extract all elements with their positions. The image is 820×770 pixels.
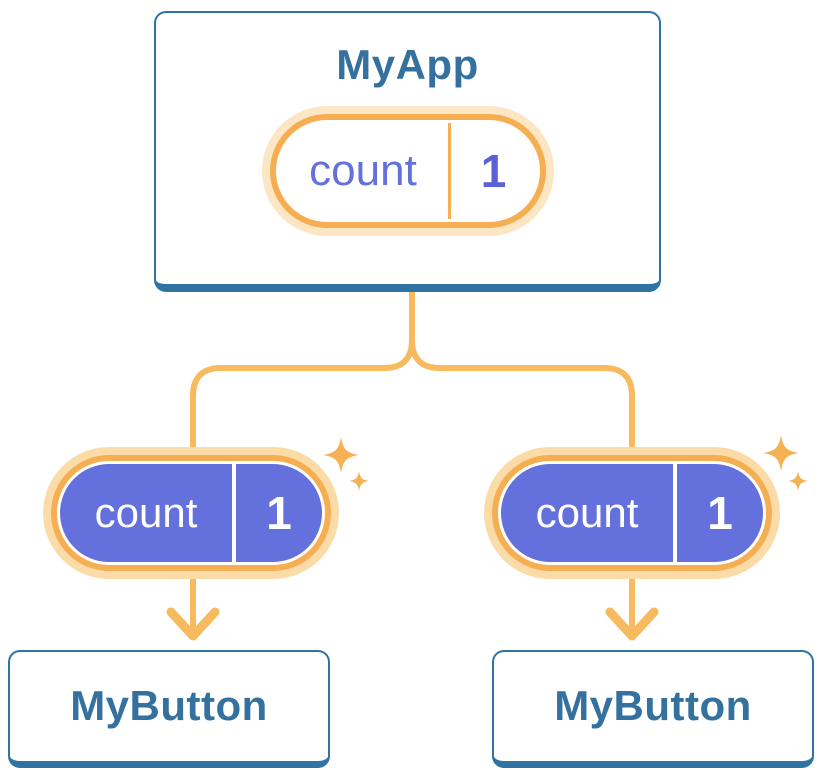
state-pill-root: count 1 [261, 106, 554, 237]
state-value: 1 [480, 145, 507, 198]
arrow-down-icon [166, 607, 220, 641]
prop-pill-left: count 1 [43, 447, 339, 579]
state-name: count [94, 489, 198, 536]
component-label: MyApp [336, 41, 479, 88]
sparkle-icon [349, 471, 369, 491]
component-node-child-right: MyButton [492, 650, 814, 768]
pill-divider [673, 464, 677, 562]
component-label: MyButton [70, 682, 268, 730]
state-value: 1 [266, 487, 292, 539]
connector-right-branch [409, 339, 635, 632]
sparkle-icon [788, 471, 808, 491]
state-name: count [309, 146, 417, 196]
sparkle-icon [763, 435, 799, 471]
state-name: count [535, 489, 639, 536]
component-node-root: MyApp count 1 [154, 11, 661, 292]
state-value: 1 [707, 487, 733, 539]
arrow-down-icon [605, 607, 659, 641]
pill-divider [447, 123, 451, 220]
state-pill-ring: count 1 [269, 114, 546, 229]
component-node-child-left: MyButton [8, 650, 330, 768]
prop-pill-right: count 1 [484, 447, 780, 579]
state-pill-ring: count 1 [492, 455, 772, 571]
pill-divider [232, 464, 236, 562]
sparkle-icon [323, 437, 359, 473]
component-label: MyButton [554, 682, 752, 730]
state-pill-ring: count 1 [51, 455, 331, 571]
